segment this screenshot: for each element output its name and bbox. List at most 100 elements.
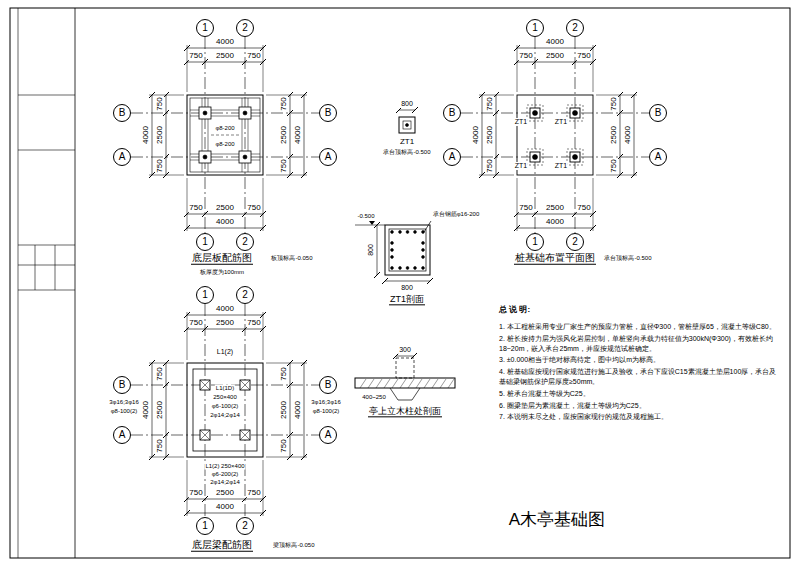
pile-symbol bbox=[573, 155, 578, 160]
pile-cap bbox=[567, 105, 583, 121]
cap-hatch bbox=[240, 430, 250, 440]
dimension-text: 4000 bbox=[545, 37, 565, 46]
axis-bubble: 2 bbox=[566, 233, 584, 251]
title-strip-line bbox=[18, 8, 19, 558]
pile-symbol bbox=[573, 111, 578, 116]
pile-cap bbox=[567, 149, 583, 165]
note-text: 6. 圈梁垫层为素混凝土，混凝土等级均为C25。 bbox=[498, 401, 780, 411]
section-hatch bbox=[432, 379, 438, 388]
axis-line bbox=[205, 37, 206, 233]
dimension-text: 750 bbox=[246, 318, 261, 327]
pile-symbol bbox=[533, 111, 538, 116]
annotation-text: 400~250 bbox=[361, 394, 387, 401]
dimension-text: 2500 bbox=[279, 125, 288, 145]
axis-number: B bbox=[325, 108, 332, 118]
pile-symbol bbox=[406, 124, 409, 127]
level-line bbox=[355, 225, 385, 226]
dimension-tick bbox=[374, 272, 380, 278]
dimension-text: 2500 bbox=[279, 400, 288, 420]
dimension-line bbox=[517, 228, 593, 229]
annotation-text: 3φ16;3φ16 bbox=[108, 399, 139, 406]
rebar-dot bbox=[422, 249, 425, 252]
extension-line bbox=[263, 45, 264, 92]
rebar-dot bbox=[391, 267, 394, 270]
dimension-text: 750 bbox=[609, 96, 618, 111]
rebar-dot bbox=[406, 231, 409, 234]
cap-hatch bbox=[200, 430, 210, 440]
extension-line bbox=[149, 457, 184, 458]
dimension-line bbox=[187, 62, 263, 63]
dimension-tick bbox=[287, 382, 293, 388]
dimension-text: 4000 bbox=[215, 217, 235, 226]
dimension-line bbox=[187, 499, 263, 500]
extension-line bbox=[263, 312, 264, 360]
dimension-text: 4000 bbox=[215, 304, 235, 313]
dimension-text: 2500 bbox=[215, 488, 235, 497]
rebar-dot bbox=[391, 256, 394, 259]
dimension-line bbox=[634, 95, 635, 175]
axis-number: 1 bbox=[202, 521, 208, 531]
dimension-line bbox=[304, 95, 305, 175]
axis-bubble: B bbox=[319, 376, 337, 394]
extension-line bbox=[593, 178, 594, 231]
cap-hatch bbox=[240, 380, 250, 390]
dimension-line bbox=[166, 95, 167, 175]
rebar-dot bbox=[422, 231, 425, 234]
drawing-line bbox=[18, 150, 75, 151]
axis-bubble: 1 bbox=[196, 233, 214, 251]
axis-bubble: A bbox=[649, 148, 667, 166]
dimension-text: 750 bbox=[576, 203, 591, 212]
dimension-line bbox=[385, 281, 430, 282]
axis-number: B bbox=[655, 108, 662, 118]
dimension-text: 750 bbox=[485, 158, 494, 173]
dimension-text: 750 bbox=[609, 158, 618, 173]
dimension-text: 4000 bbox=[215, 37, 235, 46]
axis-number: A bbox=[325, 152, 332, 162]
annotation-text: 250×400 bbox=[212, 394, 238, 401]
cap-hatch bbox=[200, 380, 210, 390]
rebar-dot bbox=[422, 242, 425, 245]
dimension-line bbox=[399, 110, 415, 111]
drawing-line bbox=[18, 245, 75, 246]
annotation-text: 承台顶标高-0.500 bbox=[603, 255, 652, 262]
dimension-line bbox=[166, 363, 167, 457]
sheet-frame bbox=[10, 8, 790, 558]
annotation-text: φ8-100(2) bbox=[110, 408, 139, 415]
pile-square bbox=[530, 108, 540, 118]
notes-heading: 总 说 明: bbox=[498, 304, 620, 315]
dimension-text: 750 bbox=[279, 158, 288, 173]
cap-hatch bbox=[240, 430, 250, 440]
axis-number: 1 bbox=[202, 23, 208, 33]
dimension-text: 4000 bbox=[293, 400, 302, 420]
pile-cap-detail bbox=[403, 121, 411, 129]
pile-square bbox=[530, 152, 540, 162]
extension-line bbox=[479, 95, 514, 96]
axis-number: A bbox=[449, 152, 456, 162]
column-cap bbox=[200, 430, 210, 440]
dimension-text: 2500 bbox=[215, 203, 235, 212]
annotation-text: φ8-100(2) bbox=[312, 408, 341, 415]
pile-cap bbox=[199, 151, 211, 163]
axis-number: 1 bbox=[202, 237, 208, 247]
dimension-line bbox=[187, 228, 263, 229]
annotation-text: ZT1 bbox=[554, 118, 568, 126]
axis-number: A bbox=[119, 152, 126, 162]
axis-line bbox=[245, 304, 246, 517]
dimension-line bbox=[377, 225, 378, 275]
cap-outline bbox=[517, 95, 593, 175]
axis-number: 1 bbox=[532, 23, 538, 33]
annotation-text: 2φ14;2φ14 bbox=[209, 412, 240, 419]
dimension-line bbox=[187, 329, 263, 330]
rebar-dot bbox=[406, 267, 409, 270]
dimension-tick bbox=[163, 382, 169, 388]
pile-symbol bbox=[243, 155, 247, 159]
dimension-line bbox=[187, 315, 263, 316]
dimension-line bbox=[517, 62, 593, 63]
dimension-text: 750 bbox=[188, 488, 203, 497]
dimension-line bbox=[187, 513, 263, 514]
axis-number: 1 bbox=[202, 290, 208, 300]
axis-number: 2 bbox=[242, 290, 248, 300]
pile-cap bbox=[239, 151, 251, 163]
dimension-text: 750 bbox=[188, 318, 203, 327]
